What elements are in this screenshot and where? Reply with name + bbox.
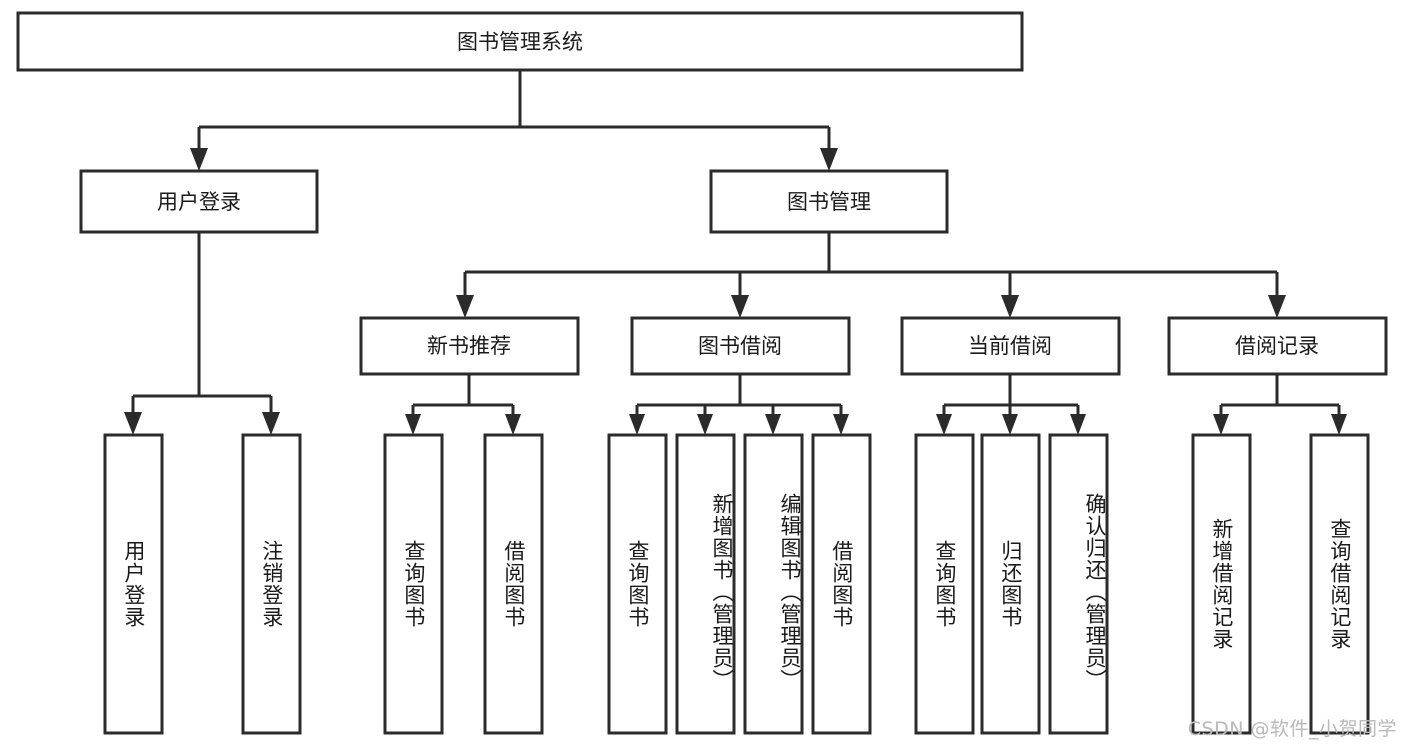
node-new-book-recommend[interactable]: 新书推荐 bbox=[359, 316, 580, 376]
connector-group-current bbox=[936, 374, 1086, 435]
connector-group-new-book bbox=[405, 374, 521, 435]
connector-group-borrow bbox=[629, 374, 849, 435]
node-book-borrow[interactable]: 图书借阅 bbox=[630, 316, 851, 376]
arrow-head-bm-2 bbox=[731, 295, 749, 318]
arrow-head-br-4 bbox=[833, 414, 849, 435]
arrow-head-br-2 bbox=[697, 414, 713, 435]
leaf-box-nb-query-book[interactable] bbox=[383, 433, 444, 735]
leaf-box-nb-borrow-book[interactable] bbox=[483, 433, 544, 735]
arrow-head-cb-2 bbox=[1002, 414, 1018, 435]
node-borrow-record[interactable]: 借阅记录 bbox=[1167, 316, 1388, 376]
arrow-head-nb-1 bbox=[405, 414, 421, 435]
leaf-box-cb-confirm-return[interactable] bbox=[1048, 433, 1109, 735]
arrow-head-br-3 bbox=[765, 414, 781, 435]
node-new-book-recommend-box[interactable] bbox=[359, 316, 580, 376]
leaf-box-user-login[interactable] bbox=[103, 433, 164, 735]
leaf-box-br-query-book[interactable] bbox=[607, 433, 668, 735]
leaf-box-br-add-book[interactable] bbox=[675, 433, 736, 735]
arrow-head-cb-3 bbox=[1070, 414, 1086, 435]
connector-group-book-manage bbox=[456, 232, 1286, 318]
node-user-login[interactable]: 用户登录 bbox=[79, 169, 319, 234]
node-book-management-box[interactable] bbox=[709, 169, 949, 234]
node-user-login-box[interactable] bbox=[79, 169, 319, 234]
arrow-head-nb-2 bbox=[505, 414, 521, 435]
arrow-head-br-1 bbox=[629, 414, 645, 435]
connector-group-user-login bbox=[124, 232, 280, 435]
node-root[interactable]: 图书管理系统 bbox=[16, 11, 1024, 72]
leaf-box-rc-query-record[interactable] bbox=[1309, 433, 1370, 735]
leaf-box-logout[interactable] bbox=[241, 433, 302, 735]
node-book-management-label: 图书管理 bbox=[787, 190, 871, 214]
node-book-borrow-label: 图书借阅 bbox=[698, 334, 782, 358]
arrow-head-bm-1 bbox=[456, 295, 474, 318]
leaf-box-br-borrow-book[interactable] bbox=[811, 433, 872, 735]
node-current-borrow-label: 当前借阅 bbox=[968, 334, 1052, 358]
arrow-head-login-1 bbox=[124, 412, 142, 435]
leaf-boxes bbox=[103, 433, 1370, 735]
csdn-watermark: CSDN @软件_小贺同学 bbox=[1187, 718, 1397, 740]
arrow-head-bm-3 bbox=[1001, 295, 1019, 318]
node-current-borrow-box[interactable] bbox=[900, 316, 1121, 376]
node-borrow-record-label: 借阅记录 bbox=[1235, 334, 1319, 358]
arrow-head-root-2 bbox=[820, 148, 838, 171]
arrow-head-login-2 bbox=[262, 412, 280, 435]
node-current-borrow[interactable]: 当前借阅 bbox=[900, 316, 1121, 376]
arrow-head-cb-1 bbox=[936, 414, 952, 435]
arrow-head-bm-4 bbox=[1268, 295, 1286, 318]
node-new-book-recommend-label: 新书推荐 bbox=[427, 334, 511, 358]
node-borrow-record-box[interactable] bbox=[1167, 316, 1388, 376]
leaf-box-cb-query-book[interactable] bbox=[914, 433, 975, 735]
arrow-head-root-1 bbox=[190, 148, 208, 171]
node-root-label: 图书管理系统 bbox=[457, 30, 583, 54]
node-book-management[interactable]: 图书管理 bbox=[709, 169, 949, 234]
connector-group-root bbox=[190, 70, 838, 171]
connector-group-record bbox=[1213, 374, 1347, 435]
node-root-box[interactable] bbox=[16, 11, 1024, 72]
node-book-borrow-box[interactable] bbox=[630, 316, 851, 376]
arrow-head-rc-1 bbox=[1213, 414, 1229, 435]
leaf-box-br-edit-book[interactable] bbox=[743, 433, 804, 735]
leaf-box-rc-add-record[interactable] bbox=[1191, 433, 1252, 735]
arrow-head-rc-2 bbox=[1331, 414, 1347, 435]
node-user-login-label: 用户登录 bbox=[157, 190, 241, 214]
leaf-box-cb-return-book[interactable] bbox=[980, 433, 1041, 735]
